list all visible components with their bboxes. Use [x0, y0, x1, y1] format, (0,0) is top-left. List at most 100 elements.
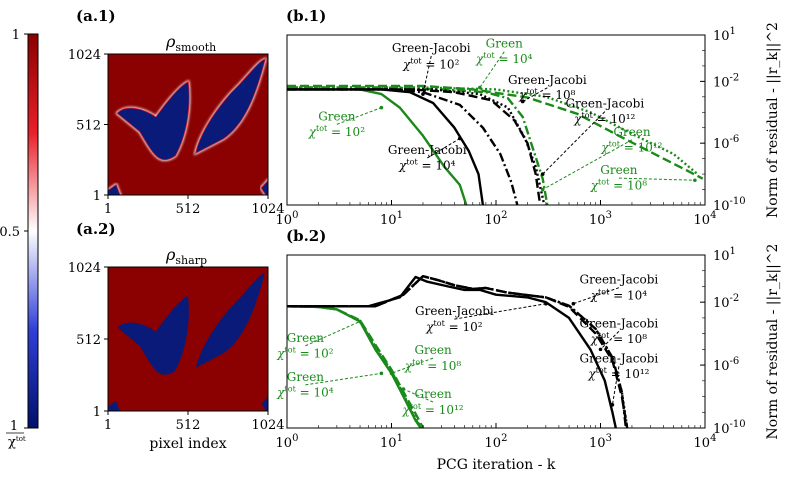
chi: χ [308, 125, 317, 139]
series-line-7 [287, 88, 546, 205]
colorbar-label-1: 0.5 [0, 225, 20, 240]
xtick-label-2-base: 10 [485, 436, 502, 451]
chi-eq: = 10¹² [620, 140, 663, 154]
annotation-arrow-8 [542, 139, 633, 190]
chart-xlabel: PCG iteration - k [437, 457, 556, 473]
chart-ylabel: Norm of residual - ||r_k||^2 [765, 22, 781, 218]
ytick-label-0-exp: 1 [730, 246, 736, 257]
ytick-label-0: 101 [713, 246, 736, 264]
map-ytick-label-1: 512 [76, 333, 101, 348]
xtick-label-3-exp: 3 [606, 433, 612, 444]
chi: χ [8, 435, 16, 450]
annotation-arrow-head-14 [401, 387, 406, 391]
ytick-label-3: 10-10 [713, 196, 746, 214]
annotation-chi-15: χtot = 10¹² [402, 402, 464, 417]
chi: χ [518, 88, 527, 102]
ytick-label-1-exp: -2 [730, 72, 740, 83]
annotation-arrow-2 [454, 303, 546, 320]
annotation-label-14: Green [414, 387, 452, 401]
chi-eq: = 10² [445, 320, 483, 334]
annotation-chi-7: χtot = 10¹² [587, 366, 649, 381]
phase-region-3 [261, 180, 268, 195]
chi: χ [600, 140, 609, 154]
annotation-chi-9: χtot = 10¹² [600, 139, 662, 154]
phase-edge-red-2 [108, 183, 121, 195]
map-title-sub: sharp [175, 254, 207, 267]
chi-sup: tot [410, 402, 422, 411]
ytick-label-0-base: 10 [713, 249, 730, 264]
map-xtick-label-2: 1024 [251, 418, 284, 433]
annotation-label-6: Green-Jacobi [580, 351, 659, 365]
ytick-label-0-exp: 1 [730, 26, 736, 37]
annotation-arrow-head-12 [379, 371, 384, 376]
chart-ylabel: Norm of residual - ||r_k||^2 [765, 244, 781, 440]
series-line-6 [287, 88, 542, 205]
phase-region-1 [196, 272, 265, 368]
annotation-chi-1: χtot = 10⁴ [590, 287, 647, 302]
chi-sup: tot [582, 111, 594, 120]
annotation-arrow-head-0 [571, 301, 576, 306]
phase-region-3 [261, 396, 268, 411]
annotation-arrow-0 [573, 287, 620, 305]
chi-eq: = 10⁴ [609, 288, 647, 302]
annotation-arrow-12 [305, 372, 382, 386]
annotation-chi-9: χtot = 10² [276, 346, 333, 361]
map-content [108, 54, 268, 195]
xtick-label-0-base: 10 [276, 436, 293, 451]
ytick-label-0-base: 10 [713, 29, 730, 44]
plot-area [287, 84, 704, 205]
map-xtick-label-0: 1 [104, 202, 112, 217]
annotation-label-8: Green [613, 125, 651, 139]
annotation-arrow-head-10 [389, 371, 394, 376]
series-line-3 [287, 305, 426, 428]
chi-sup: tot [434, 319, 446, 328]
map-ytick-label-0: 1024 [68, 261, 101, 276]
ytick-label-2-exp: -6 [730, 134, 740, 145]
xtick-label-1: 101 [380, 433, 403, 451]
chi-eq: = 10⁴ [495, 52, 533, 66]
chi: χ [590, 288, 599, 302]
annotation-label-2: Green [486, 37, 524, 51]
chi-eq: = 10¹² [593, 112, 636, 126]
chi-sup: tot [598, 331, 610, 340]
map-title-base: ρ [165, 32, 176, 51]
annotation-label-12: Green-Jacobi [388, 143, 467, 157]
chi-sup: tot [285, 346, 297, 355]
annotation-arrow-10 [336, 107, 382, 125]
ytick-label-1-exp: -2 [730, 293, 740, 304]
xtick-label-1: 101 [380, 210, 403, 228]
ytick-label-3-exp: -10 [730, 196, 746, 207]
annotation-arrow-0 [422, 55, 432, 95]
chi-sup: tot [526, 87, 538, 96]
annotation-chi-11: χtot = 10⁸ [404, 358, 461, 373]
colorbar-label-0: 1 [12, 28, 20, 43]
map-xlabel: pixel index [149, 436, 226, 452]
chi: χ [587, 367, 596, 381]
annotation-chi-3: χtot = 10⁴ [475, 51, 532, 66]
annotation-chi-13: χtot = 10⁴ [398, 157, 455, 172]
chi-eq: = 10⁴ [296, 386, 334, 400]
xtick-label-3: 103 [589, 433, 612, 451]
ytick-label-0: 101 [713, 26, 736, 44]
ytick-label-1: 10-2 [713, 72, 739, 90]
annotation-arrow-10 [391, 357, 434, 374]
chi-eq: = 10² [327, 125, 365, 139]
map-ytick-label-2: 1 [93, 189, 101, 204]
annotation-chi-13: χtot = 10⁴ [276, 385, 333, 400]
annotation-label-10: Green [318, 109, 356, 123]
plot-area [287, 275, 629, 428]
map-title: ρsmooth [165, 32, 216, 54]
xtick-label-4-base: 10 [694, 213, 711, 228]
map-ytick-label-1: 512 [76, 119, 101, 134]
ytick-label-2: 10-6 [713, 356, 739, 374]
annotation-arrow-head-4 [520, 99, 525, 104]
xtick-label-0: 100 [276, 433, 299, 451]
chi-sup: tot [316, 124, 328, 133]
xtick-label-1-exp: 1 [397, 433, 403, 444]
ytick-label-3: 10-10 [713, 419, 746, 437]
xtick-label-2-exp: 2 [501, 210, 507, 221]
xtick-label-2: 102 [485, 210, 508, 228]
